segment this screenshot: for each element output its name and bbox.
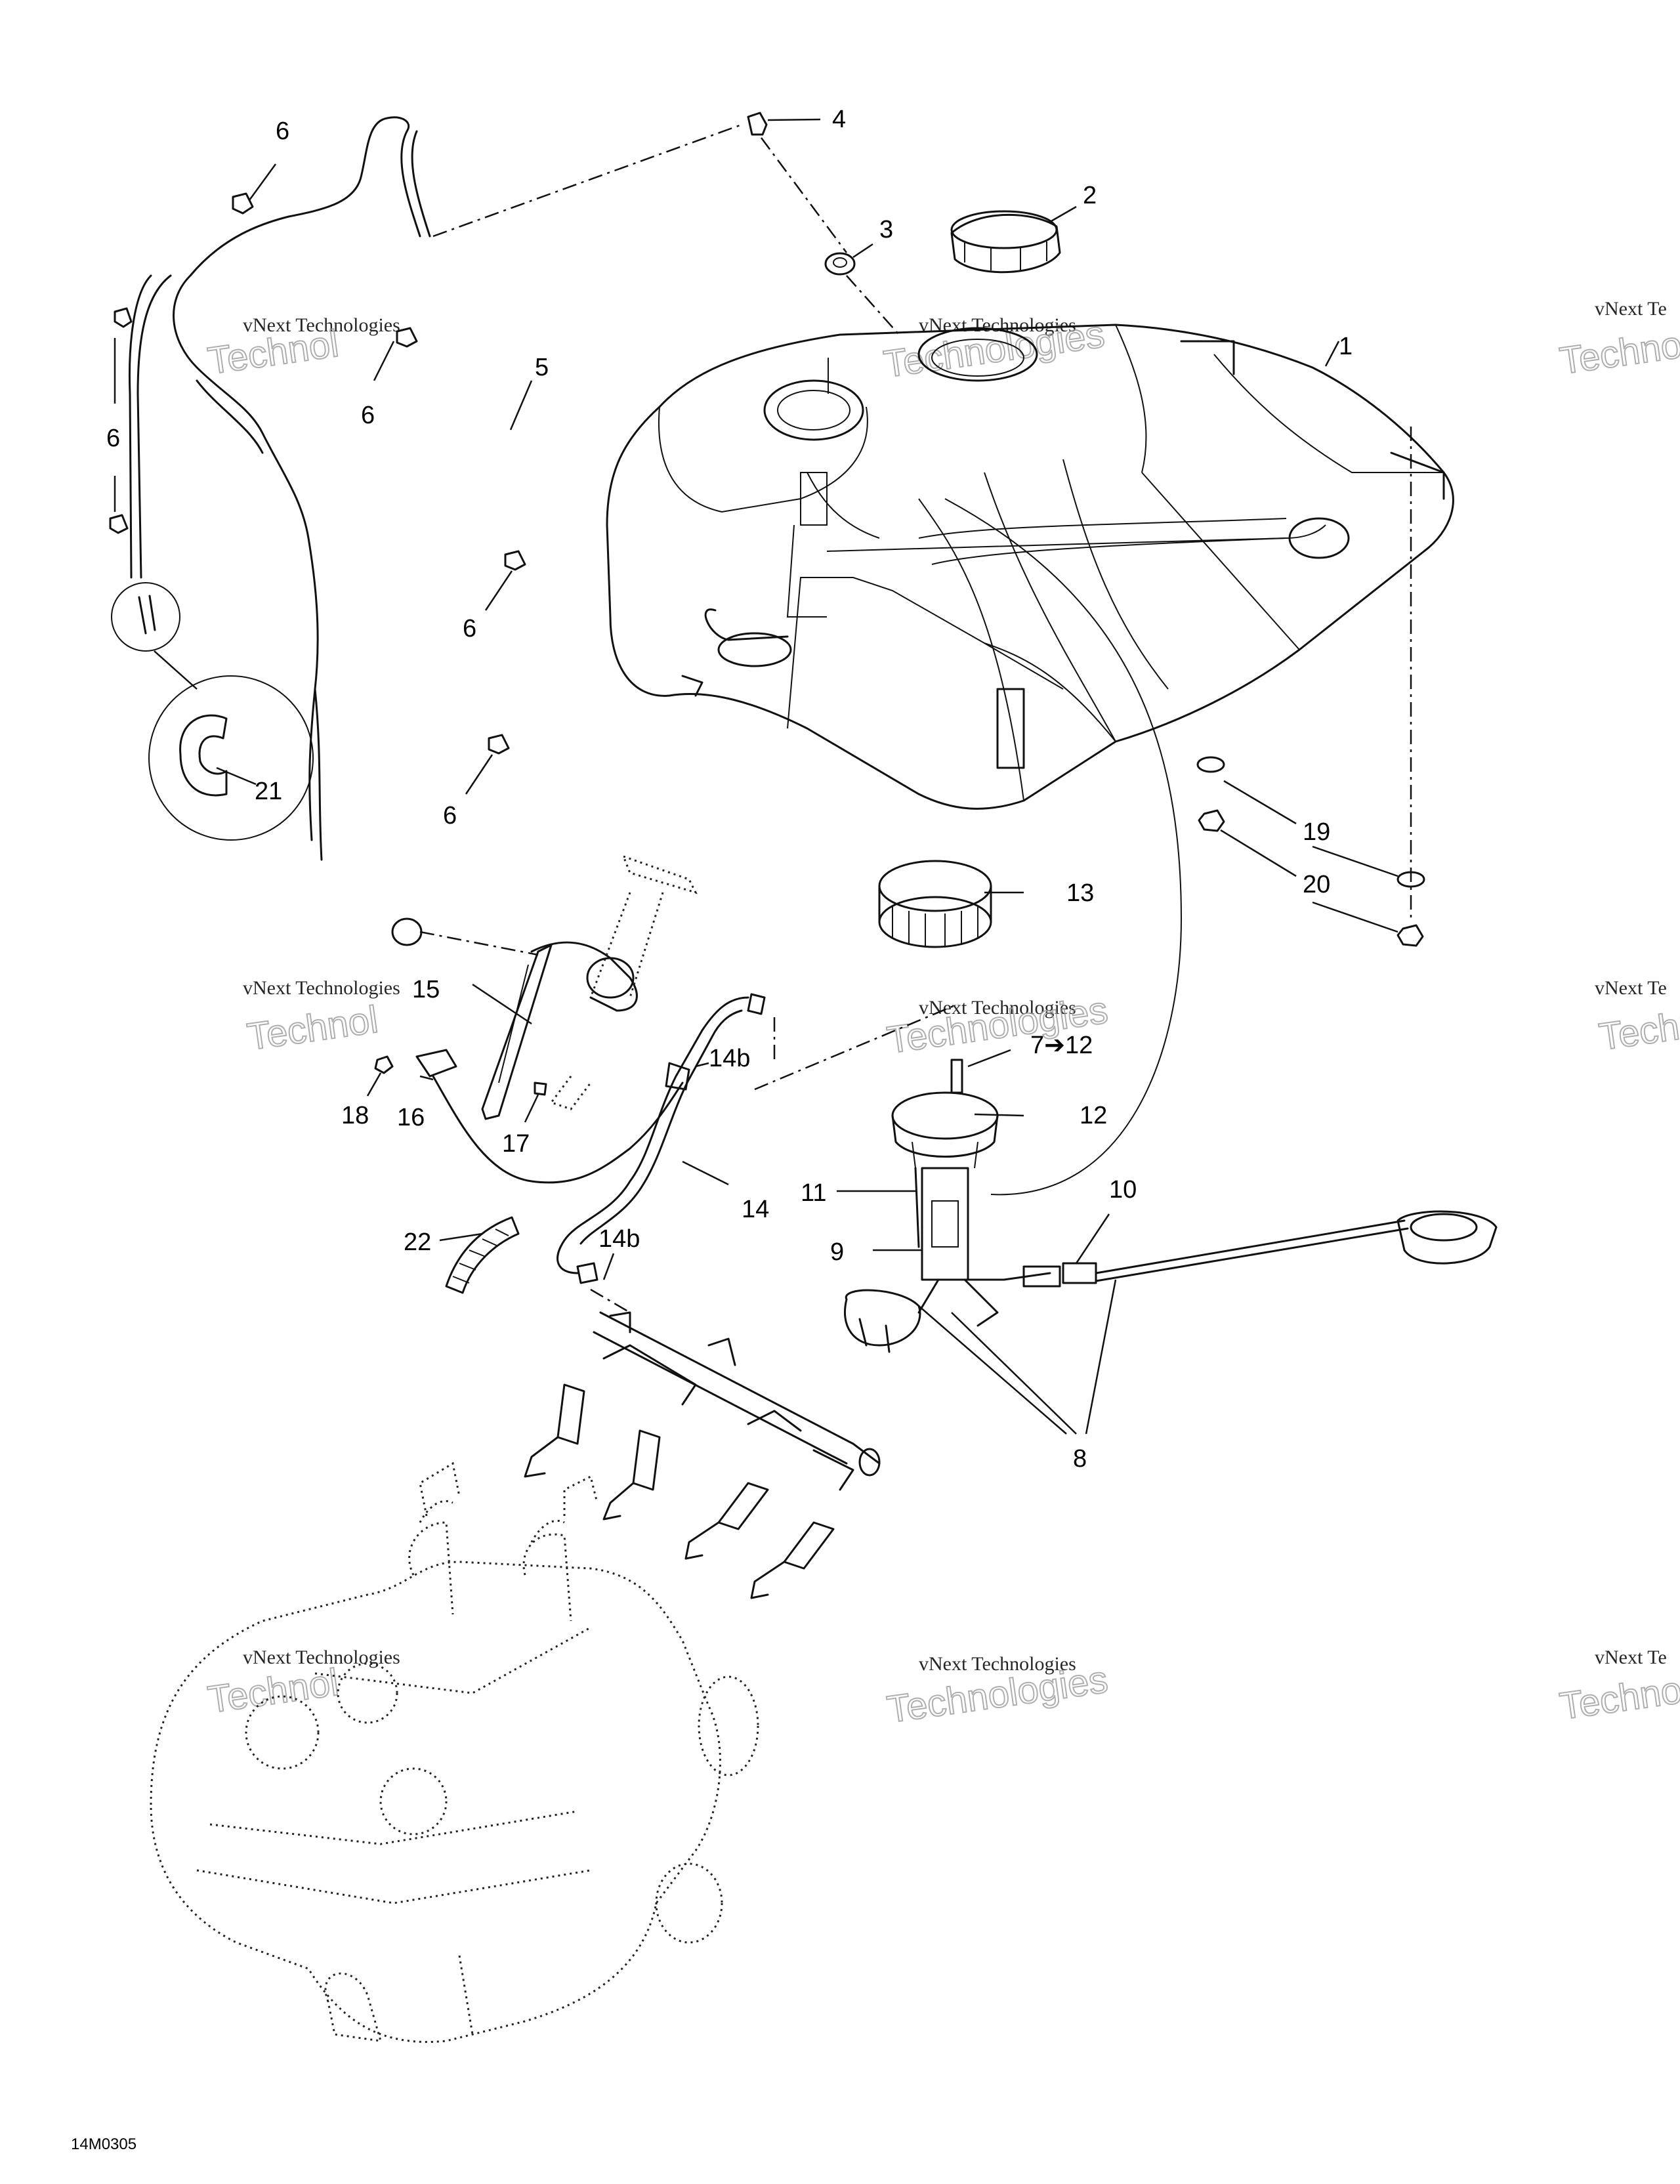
callout-labels: 1 2 3 4 5 6 6 6 6 6 7➔12 8 9 10 11 12 13…	[106, 106, 1353, 1473]
watermark-outline-text: Techno	[1597, 999, 1680, 1058]
vent-valve[interactable]	[747, 112, 768, 136]
watermark-outline-text: Technol	[245, 998, 381, 1059]
detail-callout-small-circle	[111, 582, 180, 652]
figure-id: 14M0305	[71, 2135, 136, 2153]
callout-11: 11	[801, 1179, 826, 1207]
watermark-text: vNext Te	[1595, 298, 1667, 320]
callout-16: 16	[397, 1104, 425, 1131]
watermark-outline-text: Technol	[205, 322, 341, 383]
fuel-rail[interactable]	[593, 1311, 881, 1491]
callout-18: 18	[341, 1102, 369, 1129]
fuel-tank[interactable]	[606, 324, 1454, 810]
leader-lines	[114, 118, 1398, 1435]
hose-clip[interactable]	[488, 734, 510, 755]
callout-12: 12	[1080, 1102, 1107, 1129]
callout-6: 6	[463, 615, 476, 642]
nut[interactable]	[1198, 809, 1424, 947]
callout-22: 22	[404, 1228, 431, 1256]
fuel-level-sensor-float-arm[interactable]	[843, 1210, 1498, 1353]
callout-20: 20	[1303, 871, 1330, 898]
hose-clip[interactable]	[232, 192, 254, 215]
watermark-text: vNext Technologies	[919, 997, 1076, 1018]
callout-14b: 14b	[709, 1045, 750, 1072]
nut[interactable]	[374, 1055, 394, 1074]
callout-10: 10	[1109, 1176, 1137, 1204]
callout-1: 1	[1339, 333, 1353, 360]
callout-19: 19	[1303, 818, 1330, 846]
fuel-injector[interactable]	[602, 1429, 661, 1521]
watermark-outline-text: Techno	[1557, 1668, 1680, 1727]
fuel-cap[interactable]	[950, 210, 1061, 274]
engine-block	[150, 1461, 759, 2043]
fuel-injector[interactable]	[750, 1521, 835, 1599]
callout-6: 6	[106, 425, 120, 452]
callout-17: 17	[502, 1130, 530, 1158]
callout-2: 2	[1083, 182, 1097, 209]
callout-14b: 14b	[598, 1225, 640, 1253]
clip[interactable]	[415, 1049, 457, 1078]
callout-4: 4	[832, 106, 846, 133]
callout-7-to-12: 7➔12	[1030, 1032, 1093, 1059]
callout-13: 13	[1066, 879, 1094, 907]
callout-3: 3	[879, 216, 893, 243]
callout-6: 6	[443, 802, 457, 830]
watermark-text: vNext Technologies	[919, 1653, 1076, 1675]
callout-8: 8	[1073, 1445, 1087, 1473]
hose-clip[interactable]	[504, 550, 526, 571]
support-bracket[interactable]	[391, 917, 638, 1120]
fuel-pump-wire-harness[interactable]	[944, 498, 1183, 1196]
watermark-text: vNext Technologies	[243, 314, 400, 336]
watermark-text: vNext Technologies	[243, 977, 400, 999]
grommet[interactable]	[824, 252, 856, 276]
watermark-group: vNext Technologies Technol vNext Technol…	[205, 298, 1680, 1732]
hose-clip[interactable]	[396, 327, 418, 348]
callout-9: 9	[830, 1238, 844, 1266]
callout-21: 21	[255, 778, 282, 805]
watermark-text: vNext Technologies	[243, 1647, 400, 1668]
fuel-injector[interactable]	[524, 1383, 585, 1478]
fuel-sender-unit[interactable]	[549, 854, 698, 1110]
locking-ring[interactable]	[878, 860, 992, 948]
callout-14: 14	[742, 1196, 769, 1223]
detail-callout-large-circle	[148, 675, 314, 841]
watermark-outline-text: Technol	[205, 1661, 341, 1721]
callout-6: 6	[361, 402, 375, 429]
drain-hose[interactable]	[445, 1216, 520, 1294]
screw[interactable]	[534, 1082, 547, 1096]
fuel-injector[interactable]	[684, 1482, 769, 1560]
fuel-line[interactable]	[432, 993, 959, 1314]
callout-6: 6	[276, 117, 289, 145]
fuel-pump[interactable]	[914, 1167, 999, 1327]
hose-clip[interactable]	[109, 307, 133, 534]
watermark-text: vNext Te	[1595, 977, 1667, 999]
watermark-outline-text: Techno	[1557, 323, 1680, 382]
callout-15: 15	[412, 976, 440, 1003]
callout-5: 5	[535, 354, 549, 381]
watermark-text: vNext Te	[1595, 1647, 1667, 1668]
vent-hose[interactable]	[129, 116, 431, 861]
